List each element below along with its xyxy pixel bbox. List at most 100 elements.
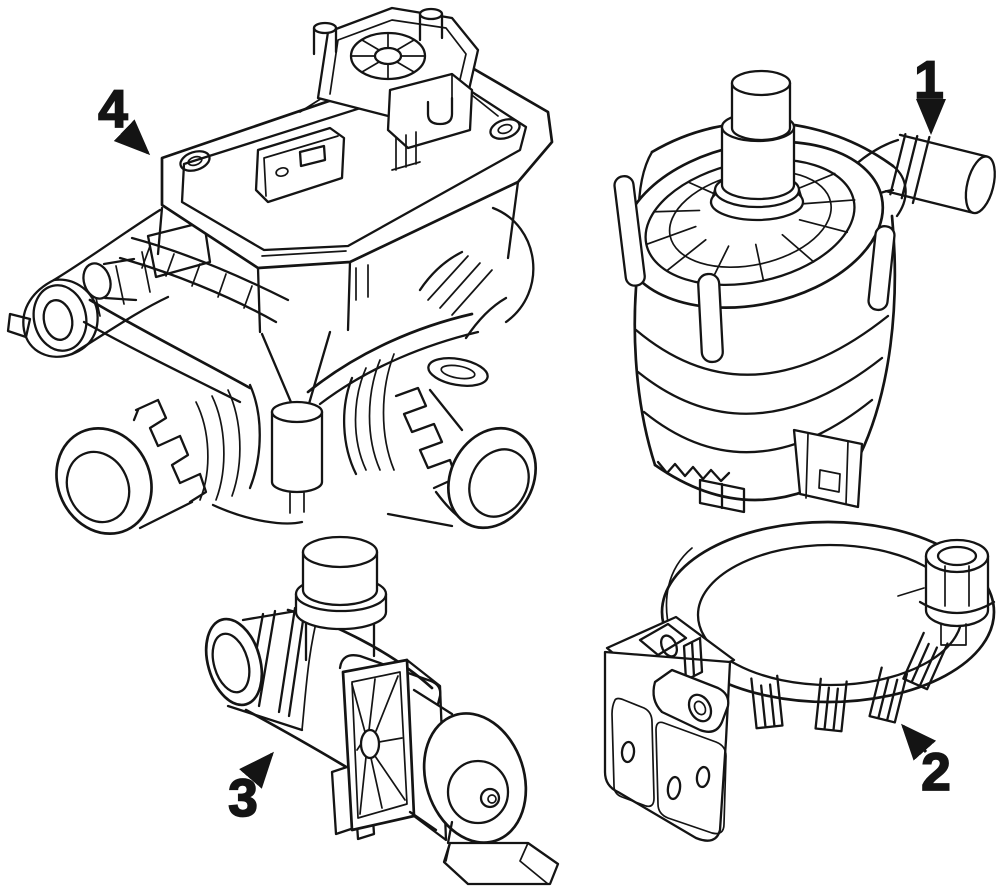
plate-bottom-edge [261, 250, 347, 257]
callout-4[interactable]: 4 [97, 79, 151, 156]
clamp-tab [814, 677, 848, 733]
barb-rings [889, 132, 931, 205]
bushing-ribs [944, 565, 970, 607]
left-stub-edges [102, 257, 138, 302]
callout-2[interactable]: 2 [901, 723, 952, 803]
solenoid-boss-inner [487, 794, 497, 804]
connector-block [792, 428, 864, 509]
boss-hole-inner [693, 700, 707, 716]
solenoid-boss [479, 787, 501, 809]
eyebrow-tab-inner [440, 364, 476, 380]
panel-hole-3 [695, 765, 711, 789]
v-legs [260, 330, 332, 416]
valve-top-pipe [294, 535, 388, 662]
fitting-opening-inner [468, 448, 530, 518]
pump-connector [792, 428, 864, 509]
bridge-left [88, 298, 252, 390]
callout-1-label: 1 [914, 51, 943, 110]
ear-hole-left-inner [187, 155, 203, 167]
bushing-body [924, 554, 990, 628]
hose-fitting-left [55, 383, 261, 536]
hose-barb-fitting [884, 132, 996, 215]
callout-4-arrow [113, 119, 151, 156]
part-4-valve-assembly-drawing [6, 6, 554, 536]
valve-solenoid [408, 688, 528, 844]
ladder-rungs [141, 245, 253, 309]
right-bulge [491, 206, 535, 324]
connector-lines [805, 433, 849, 505]
eyelet-hole [42, 299, 74, 341]
pin-left [613, 175, 646, 287]
bracket-arm [603, 615, 736, 842]
barb-tip [964, 155, 996, 215]
pipe-cap-top [301, 535, 379, 569]
part-2-mounting-bracket-drawing [603, 520, 996, 842]
panel-hole-1 [620, 740, 636, 764]
bottom-step [698, 478, 746, 514]
fitting-bell [342, 376, 358, 476]
callout-3-label: 3 [228, 769, 257, 828]
post-cap-right [418, 7, 444, 21]
bracket-lug [682, 636, 704, 682]
callout-3[interactable]: 3 [227, 751, 274, 829]
bracket-strap [638, 622, 688, 657]
solenoid-inner-ring [446, 759, 510, 825]
serrated-edge [656, 460, 731, 483]
ladder-rails [118, 236, 290, 324]
tab-lines [902, 631, 949, 691]
callout-2-label: 2 [921, 743, 950, 802]
callout-4-label: 4 [98, 80, 128, 139]
ear-hole-right [489, 118, 521, 140]
callout-1[interactable]: 1 [913, 50, 946, 135]
barb-body [884, 133, 989, 215]
bushing-flange [924, 538, 990, 574]
callouts: 1 2 3 4 [97, 50, 952, 829]
stub-stems [289, 492, 305, 514]
panel-left [611, 697, 655, 808]
solenoid-face [422, 712, 528, 844]
pump-pins [613, 175, 896, 364]
bridge-right [306, 312, 474, 394]
boss-hole [687, 693, 713, 723]
lever-arm [446, 820, 454, 845]
frame-edges [156, 180, 520, 334]
right-rib-outline [418, 250, 508, 340]
callout-3-arrow [239, 751, 274, 789]
bridge-right-inner [318, 330, 480, 406]
bushing-flare [918, 600, 996, 615]
stub-top [270, 400, 324, 424]
arm-top-edge [52, 208, 162, 282]
fitting-opening-inner [65, 450, 131, 524]
socket-slot [298, 144, 327, 168]
clamp-tab [902, 631, 949, 691]
pump-cap-stack [709, 69, 805, 222]
stub-cylinder [270, 410, 324, 494]
valve-web-plate [338, 654, 448, 842]
left-stub-tip [82, 262, 112, 300]
body-bands [634, 314, 890, 454]
ear-hole-left [179, 150, 211, 172]
panel-hole-2 [666, 775, 682, 801]
arm-bottom-edge [70, 295, 170, 356]
tab-lines [814, 677, 848, 733]
socket-inner-edges [263, 135, 339, 197]
body-frame [82, 180, 535, 416]
mounting-arm-eyelet [6, 208, 170, 358]
center-stub [211, 400, 454, 528]
bottom-contour [211, 503, 454, 528]
web-spokes [351, 675, 406, 815]
fitting-edges [132, 408, 194, 530]
vent-impeller-spokes [350, 32, 426, 80]
castellation-crown [394, 386, 458, 490]
fitting-opening-outer [446, 426, 538, 530]
relay-u-notch [426, 96, 454, 126]
callout-2-arrow [901, 723, 937, 761]
ear-hole-right-inner [497, 123, 513, 135]
bushing-boss [897, 538, 996, 646]
tab-lines [750, 674, 784, 730]
subplate-struts [299, 91, 499, 117]
part-3-solenoid-valve-drawing [204, 535, 560, 886]
frame-box [146, 220, 212, 279]
